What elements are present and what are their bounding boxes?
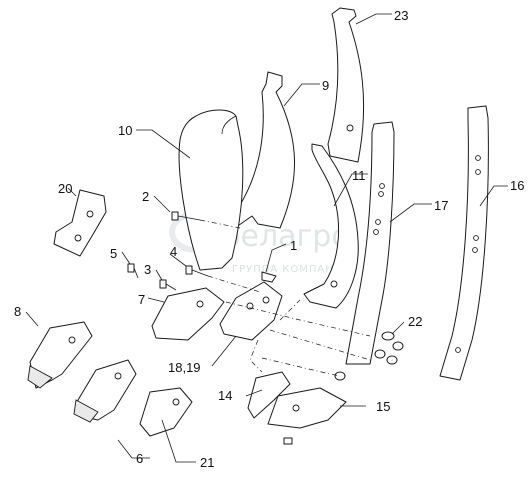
assembly-lines — [199, 219, 371, 377]
callout-17: 17 — [434, 198, 448, 213]
watermark: белагро ГРУППА КОМПАНИЙ — [169, 211, 351, 275]
callout-22: 22 — [408, 314, 422, 329]
leader-lines — [25, 13, 508, 463]
part-17-bar — [345, 121, 395, 365]
callout-4: 4 — [170, 244, 177, 259]
callout-8: 8 — [14, 304, 21, 319]
part-20-plate — [53, 189, 107, 257]
part-3-bolt — [159, 279, 177, 291]
callout-10: 10 — [118, 123, 132, 138]
watermark-tagline: ГРУППА КОМПАНИЙ — [232, 262, 351, 275]
part-16-bar — [439, 105, 489, 381]
callout-labels: 23 9 10 11 17 16 20 2 4 3 5 1 7 8 18,19 … — [14, 8, 524, 470]
part-1-shank — [219, 271, 283, 341]
callout-18-19: 18,19 — [168, 360, 201, 375]
part-15-wing — [267, 387, 347, 445]
part-21-plate — [139, 387, 193, 437]
callout-14: 14 — [218, 388, 232, 403]
part-6-point — [73, 359, 137, 423]
part-5-bolt — [127, 263, 139, 279]
callout-16: 16 — [510, 178, 524, 193]
callout-2: 2 — [142, 189, 149, 204]
part-10-moldboard — [178, 109, 244, 271]
part-2-bolt — [171, 211, 201, 221]
callout-9: 9 — [322, 78, 329, 93]
callout-23: 23 — [394, 8, 408, 23]
part-23-strip — [327, 7, 365, 163]
callout-3: 3 — [144, 262, 151, 277]
part-11-strip — [303, 143, 359, 309]
callout-20: 20 — [58, 181, 72, 196]
callout-15: 15 — [376, 399, 390, 414]
callout-11: 11 — [352, 168, 366, 183]
part-4-bolt — [185, 265, 209, 277]
callout-6: 6 — [136, 451, 143, 466]
callout-7: 7 — [138, 292, 145, 307]
callout-5: 5 — [110, 246, 117, 261]
part-7-share — [151, 287, 225, 341]
part-22-washers — [334, 331, 404, 381]
watermark-brand: белагро — [222, 219, 350, 254]
part-8-point — [27, 321, 93, 389]
callout-21: 21 — [200, 455, 214, 470]
callout-1: 1 — [290, 238, 297, 253]
part-14-bracket — [247, 371, 291, 419]
